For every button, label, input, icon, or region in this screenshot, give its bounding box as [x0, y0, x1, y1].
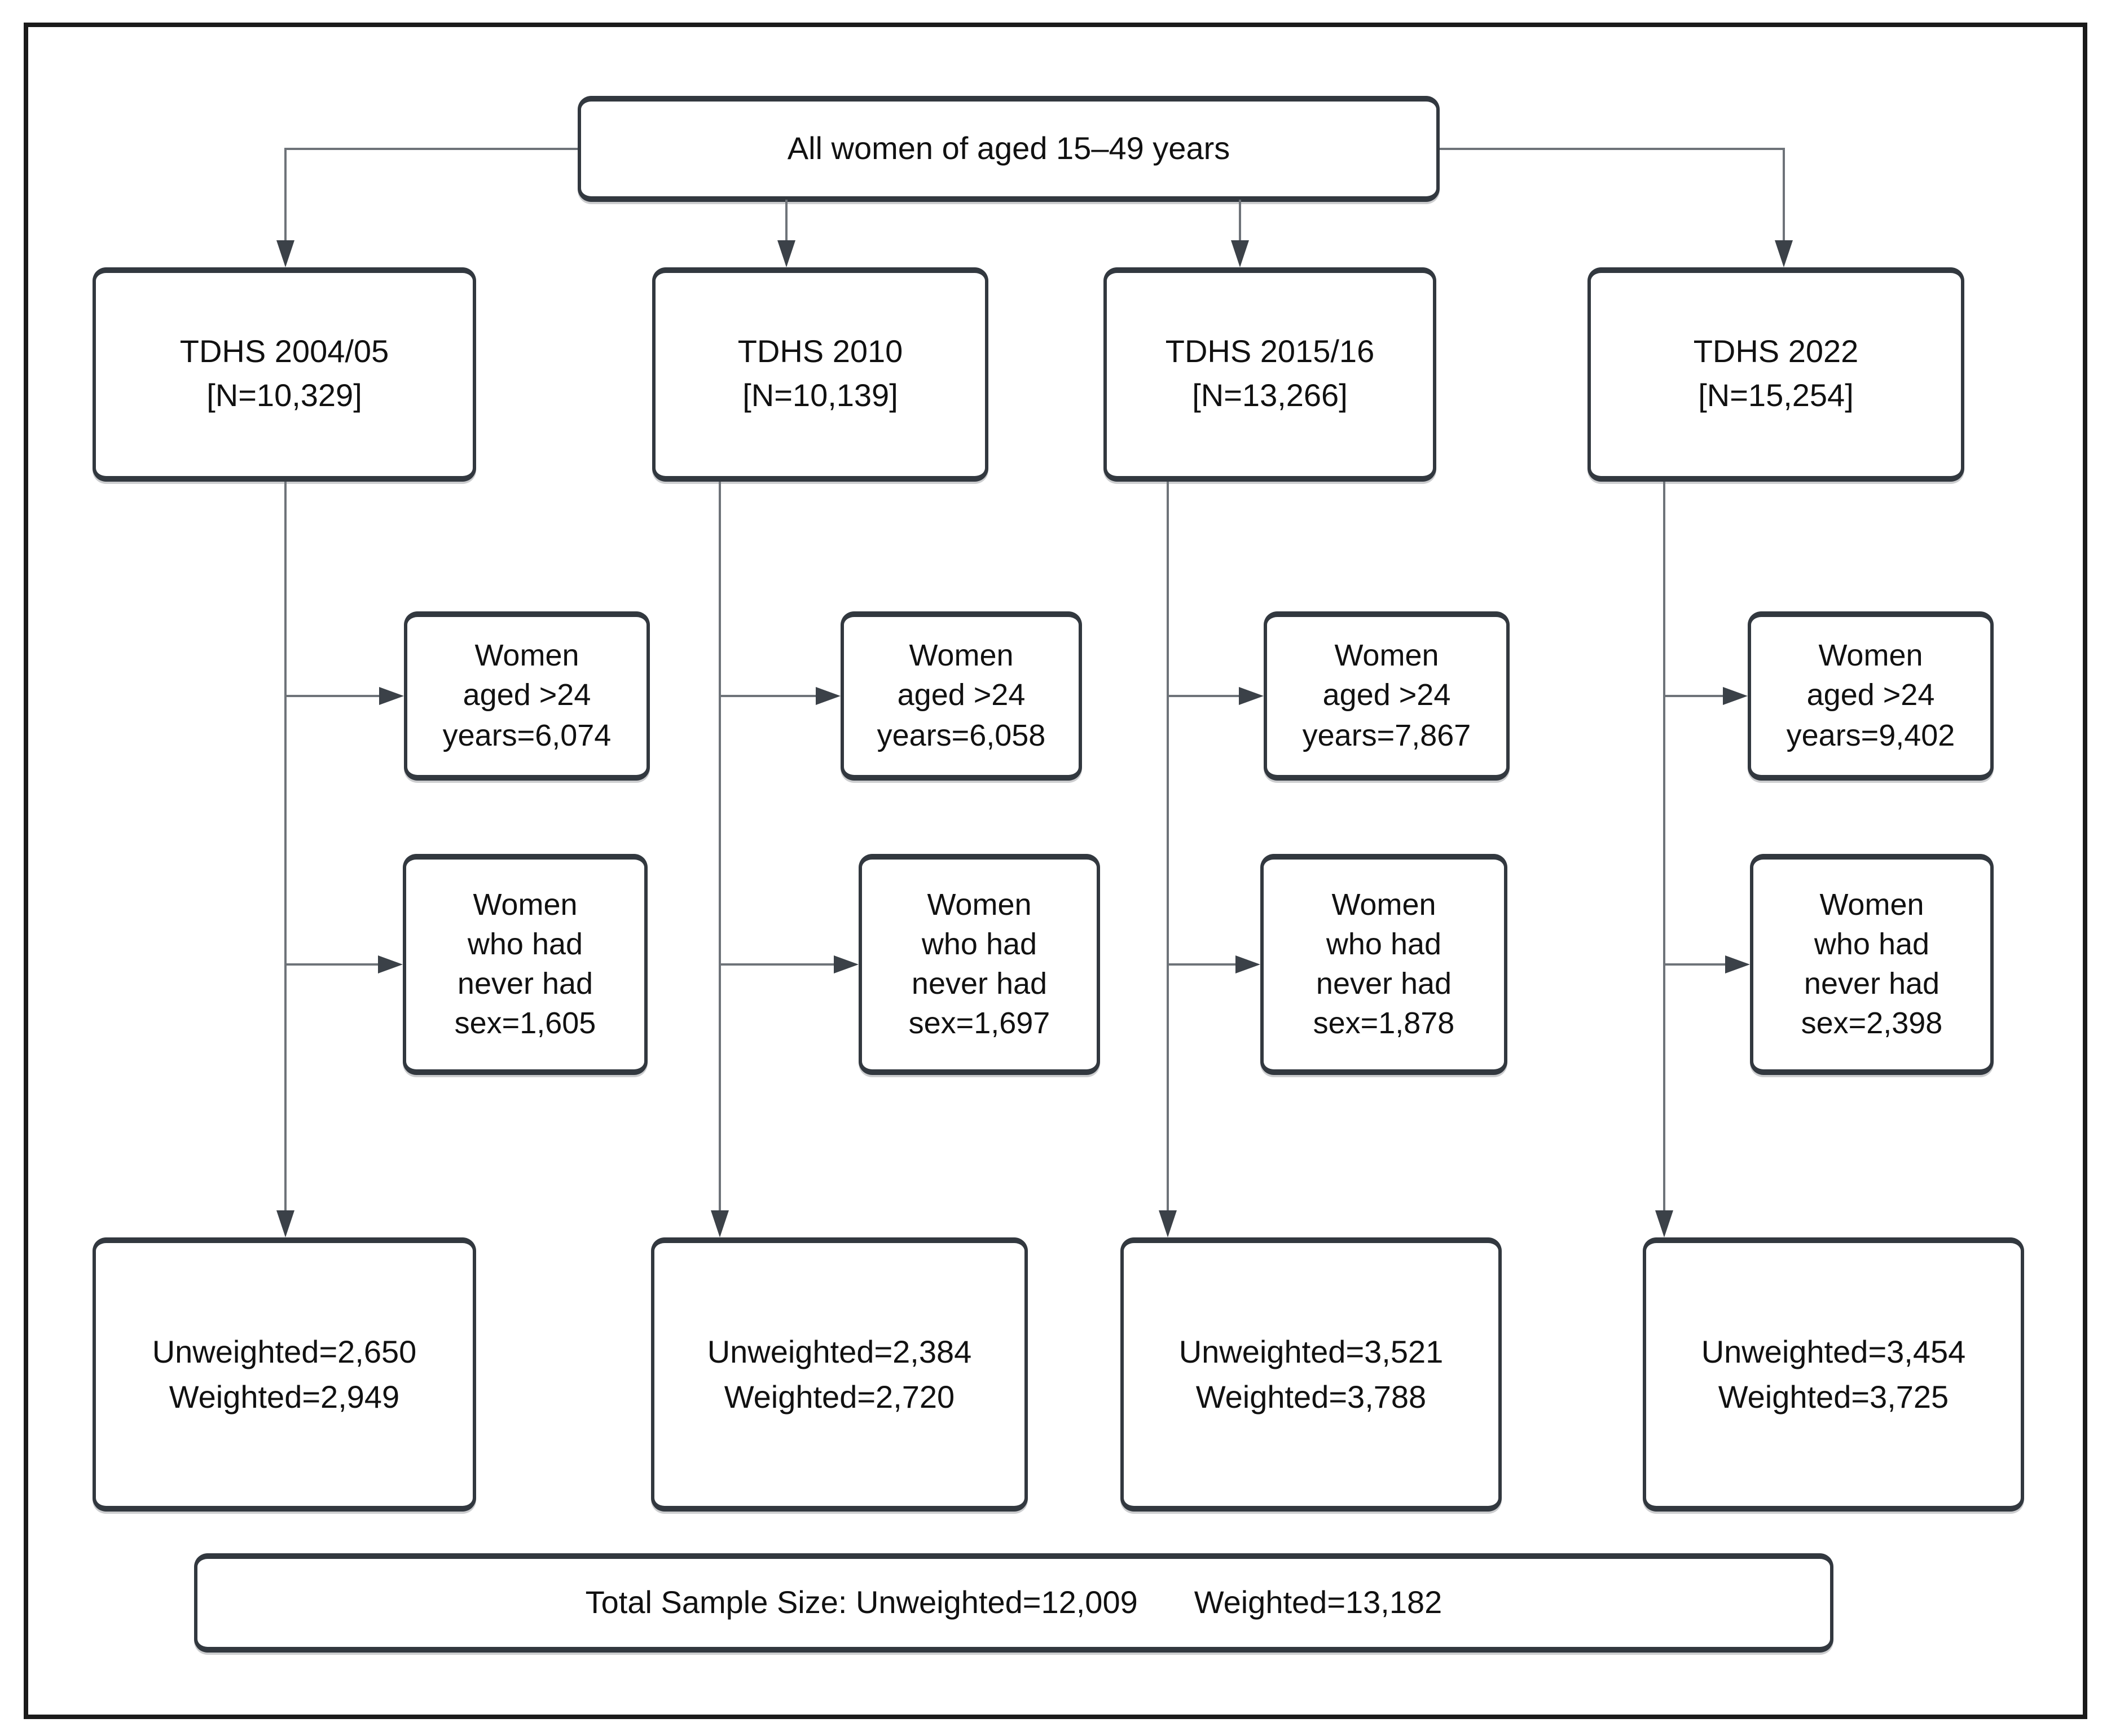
excl-aged-line: aged >24 [897, 678, 1026, 712]
connector-drop-col1 [284, 148, 287, 243]
survey-node-tdhs-2004-05: TDHS 2004/05 [N=10,329] [93, 267, 476, 482]
survey-n: [N=10,329] [206, 378, 362, 413]
branch-sex-col2 [720, 963, 834, 966]
excl-aged-line: Women [909, 638, 1014, 673]
excl-sex-line: never had [1804, 967, 1940, 1001]
excl-sex-node-col2: Women who had never had sex=1,697 [859, 854, 1100, 1075]
excl-sex-line: never had [457, 967, 593, 1001]
survey-name: TDHS 2015/16 [1165, 334, 1375, 369]
survey-n: [N=13,266] [1192, 378, 1348, 413]
arrowhead-right-icon [1725, 955, 1750, 973]
survey-name: TDHS 2010 [737, 334, 903, 369]
mainline-col4 [1663, 482, 1665, 1210]
result-unweighted: Unweighted=2,650 [152, 1334, 417, 1369]
excl-sex-line: Women [1331, 887, 1436, 922]
arrowhead-right-icon [378, 955, 403, 973]
excl-sex-line: who had [921, 927, 1037, 961]
result-weighted: Weighted=3,788 [1195, 1379, 1427, 1414]
excl-aged-line: Women [1334, 638, 1439, 673]
result-weighted: Weighted=3,725 [1718, 1379, 1949, 1414]
mainline-col2 [719, 482, 721, 1210]
excl-aged-node-col4: Women aged >24 years=9,402 [1748, 611, 1994, 781]
arrowhead-down-icon [1159, 1210, 1177, 1237]
excl-aged-node-col3: Women aged >24 years=7,867 [1264, 611, 1510, 781]
excl-aged-value: years=7,867 [1302, 718, 1471, 752]
arrowhead-right-icon [834, 955, 859, 973]
excl-aged-value: years=6,074 [442, 718, 612, 752]
branch-aged-col1 [285, 695, 379, 697]
mainline-col3 [1167, 482, 1169, 1210]
total-weighted: Weighted=13,182 [1194, 1585, 1442, 1620]
excl-sex-line: Women [473, 887, 578, 922]
survey-node-tdhs-2010: TDHS 2010 [N=10,139] [652, 267, 988, 482]
arrowhead-down-icon [1655, 1210, 1673, 1237]
survey-name: TDHS 2004/05 [179, 334, 389, 369]
connector-drop-col2 [785, 200, 788, 243]
arrowhead-down-icon [276, 1210, 294, 1237]
result-node-col1: Unweighted=2,650 Weighted=2,949 [93, 1237, 476, 1512]
result-weighted: Weighted=2,720 [724, 1379, 955, 1414]
arrowhead-right-icon [1723, 687, 1748, 705]
excl-sex-line: who had [467, 927, 583, 961]
excl-sex-value: sex=1,878 [1313, 1006, 1455, 1041]
arrowhead-down-icon [1775, 240, 1793, 267]
connector-drop-col4 [1783, 148, 1785, 243]
arrowhead-down-icon [711, 1210, 729, 1237]
branch-aged-col3 [1168, 695, 1239, 697]
branch-sex-col4 [1664, 963, 1725, 966]
excl-aged-value: years=9,402 [1786, 718, 1955, 752]
result-unweighted: Unweighted=2,384 [707, 1334, 972, 1369]
arrowhead-right-icon [816, 687, 841, 705]
excl-sex-line: who had [1326, 927, 1442, 961]
result-weighted: Weighted=2,949 [169, 1379, 400, 1414]
arrowhead-down-icon [1231, 240, 1249, 267]
excl-aged-line: aged >24 [1322, 678, 1451, 712]
mainline-col1 [284, 482, 287, 1210]
branch-sex-col3 [1168, 963, 1235, 966]
branch-aged-col4 [1664, 695, 1723, 697]
total-unweighted: Total Sample Size: Unweighted=12,009 [585, 1585, 1138, 1620]
survey-node-tdhs-2022: TDHS 2022 [N=15,254] [1587, 267, 1964, 482]
survey-n: [N=10,139] [742, 378, 898, 413]
arrowhead-down-icon [276, 240, 294, 267]
result-node-col4: Unweighted=3,454 Weighted=3,725 [1643, 1237, 2024, 1512]
connector-root-right [1440, 148, 1785, 150]
arrowhead-right-icon [1239, 687, 1264, 705]
excl-sex-value: sex=2,398 [1801, 1006, 1943, 1041]
excl-sex-line: Women [927, 887, 1032, 922]
root-label: All women of aged 15–49 years [787, 130, 1230, 166]
result-node-col2: Unweighted=2,384 Weighted=2,720 [651, 1237, 1028, 1512]
excl-aged-line: Women [474, 638, 579, 673]
result-node-col3: Unweighted=3,521 Weighted=3,788 [1120, 1237, 1502, 1512]
excl-aged-node-col1: Women aged >24 years=6,074 [404, 611, 650, 781]
result-unweighted: Unweighted=3,454 [1701, 1334, 1966, 1369]
excl-aged-line: aged >24 [1806, 678, 1935, 712]
arrowhead-down-icon [777, 240, 795, 267]
excl-aged-value: years=6,058 [877, 718, 1046, 752]
arrowhead-right-icon [1235, 955, 1260, 973]
survey-node-tdhs-2015-16: TDHS 2015/16 [N=13,266] [1103, 267, 1436, 482]
excl-aged-line: aged >24 [463, 678, 591, 712]
connector-root-left [285, 148, 578, 150]
arrowhead-right-icon [379, 687, 404, 705]
excl-sex-value: sex=1,605 [454, 1006, 596, 1041]
excl-sex-line: never had [1316, 967, 1452, 1001]
total-sample-node: Total Sample Size: Unweighted=12,009 Wei… [194, 1553, 1833, 1653]
excl-sex-value: sex=1,697 [908, 1006, 1050, 1041]
excl-sex-line: Women [1819, 887, 1924, 922]
excl-sex-node-col1: Women who had never had sex=1,605 [403, 854, 648, 1075]
result-unweighted: Unweighted=3,521 [1178, 1334, 1444, 1369]
survey-n: [N=15,254] [1698, 378, 1854, 413]
connector-drop-col3 [1239, 200, 1241, 243]
excl-sex-node-col4: Women who had never had sex=2,398 [1750, 854, 1994, 1075]
excl-aged-node-col2: Women aged >24 years=6,058 [841, 611, 1082, 781]
excl-aged-line: Women [1818, 638, 1923, 673]
excl-sex-node-col3: Women who had never had sex=1,878 [1260, 854, 1507, 1075]
excl-sex-line: who had [1814, 927, 1930, 961]
branch-aged-col2 [720, 695, 816, 697]
root-node-all-women: All women of aged 15–49 years [578, 96, 1440, 202]
branch-sex-col1 [285, 963, 378, 966]
survey-name: TDHS 2022 [1693, 334, 1859, 369]
excl-sex-line: never had [911, 967, 1048, 1001]
